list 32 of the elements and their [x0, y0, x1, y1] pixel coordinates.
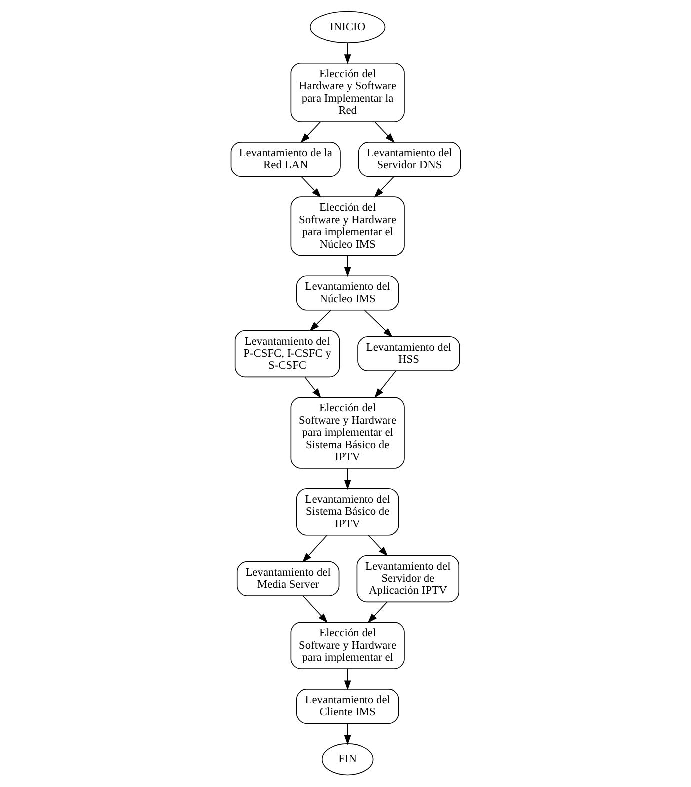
node-ellipse: FIN: [321, 744, 374, 776]
arrow: [344, 42, 351, 64]
node-box: Levantamiento del Cliente IMS: [296, 689, 399, 724]
arrow: [367, 602, 388, 624]
arrow: [374, 122, 394, 144]
arrow: [300, 176, 321, 198]
arrow: [300, 122, 320, 144]
node-box: Levantamiento del Sistema Básico de IPTV: [296, 488, 399, 536]
arrow: [344, 724, 351, 746]
node-box: Levantamiento del P-CSFC, I-CSFC y S-CSFC: [234, 330, 340, 378]
arrow: [344, 468, 351, 490]
arrow: [302, 596, 328, 624]
arrow: [344, 668, 351, 690]
node-box: Elección del Software y Hardware para implementar el Núcleo IMS: [290, 196, 404, 256]
node-box: Elección del Software y Hardware para implementar el: [290, 622, 404, 670]
node-box: Levantamiento del Núcleo IMS: [296, 276, 399, 311]
node-box: Elección del Hardware y Software para Implementar la Red: [290, 62, 404, 122]
arrow: [304, 376, 321, 398]
arrow: [374, 176, 394, 198]
node-box: Elección del Software y Hardware para implementar el Sistema Básico de IPTV: [290, 397, 404, 469]
node-box: Levantamiento del Servidor DNS: [358, 142, 461, 178]
arrow: [302, 534, 328, 563]
node-ellipse: INICIO: [310, 11, 386, 44]
arrow: [368, 534, 388, 557]
arrow: [344, 256, 351, 278]
arrow: [309, 310, 331, 332]
node-box: Levantamiento del Servidor de Aplicación IPTV: [356, 555, 460, 603]
node-box: Levantamiento de la Red LAN: [230, 142, 340, 178]
node-box: Levantamiento del Media Server: [236, 561, 340, 596]
node-box: Levantamiento del HSS: [357, 336, 460, 372]
arrow: [374, 370, 396, 398]
arrow: [364, 310, 392, 338]
